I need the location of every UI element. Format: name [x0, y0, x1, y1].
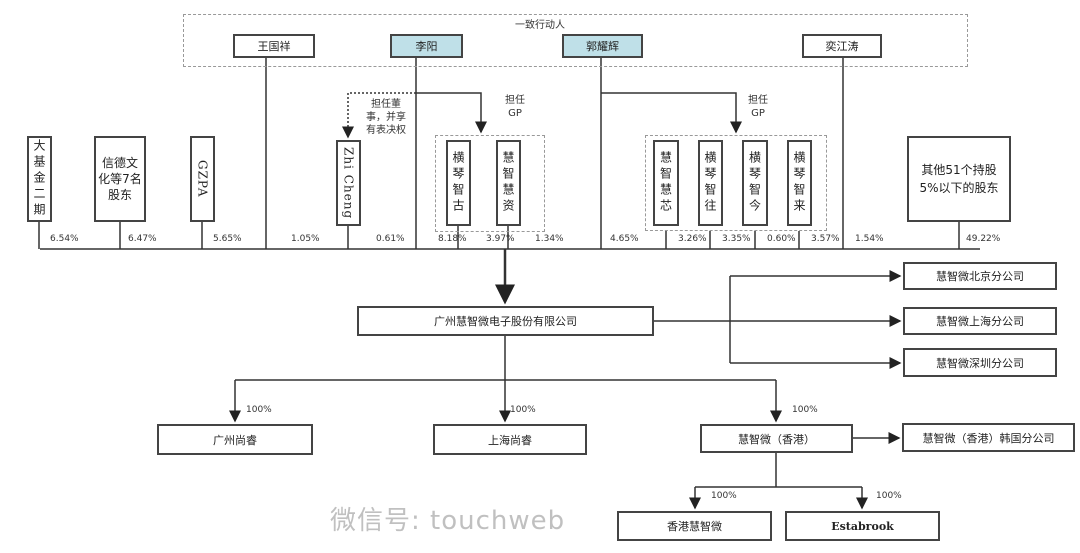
pct-label: 100%	[792, 405, 818, 415]
pct-label: 49.22%	[966, 234, 1001, 244]
concert-party-group	[183, 14, 968, 67]
subsidiary-box: 广州尚睿	[157, 424, 313, 455]
shareholder-box: 慧智慧芯	[653, 140, 679, 226]
branch-box: 慧智微上海分公司	[903, 307, 1057, 335]
hk-branch-box: 慧智微（香港）韩国分公司	[902, 423, 1075, 452]
shareholder-guo: 郭耀辉	[562, 34, 643, 58]
hk-subsidiary-box: Estabrook	[785, 511, 940, 541]
shareholder-li-yang: 李阳	[390, 34, 463, 58]
subsidiary-box: 上海尚睿	[433, 424, 587, 455]
branch-box: 慧智微深圳分公司	[903, 348, 1057, 377]
pct-label: 0.61%	[376, 234, 405, 244]
pct-label: 3.35%	[722, 234, 751, 244]
pct-label: 6.47%	[128, 234, 157, 244]
gp-group-guo	[645, 135, 827, 231]
pct-label: 100%	[246, 405, 272, 415]
shareholder-box: 横琴智往	[698, 140, 723, 226]
pct-label: 3.26%	[678, 234, 707, 244]
pct-label: 100%	[510, 405, 536, 415]
director-note: 担任董事，并享有表决权	[366, 99, 406, 136]
pct-label: 8.18%	[438, 234, 467, 244]
company-box: 广州慧智微电子股份有限公司	[357, 306, 654, 336]
watermark: 微信号: touchweb	[330, 506, 566, 536]
pct-label: 5.65%	[213, 234, 242, 244]
concert-party-label: 一致行动人	[515, 20, 565, 31]
shareholder-box: 横琴智今	[742, 140, 768, 226]
shareholder-box: 横琴智来	[787, 140, 812, 226]
branch-box: 慧智微北京分公司	[903, 262, 1057, 290]
shareholder-box: Zhi Cheng	[336, 140, 361, 226]
gp-group-li	[435, 135, 545, 232]
pct-label: 1.05%	[291, 234, 320, 244]
hk-subsidiary-box: 香港慧智微	[617, 511, 772, 541]
subsidiary-box: 慧智微（香港）	[700, 424, 853, 453]
shareholder-yi: 奕江涛	[802, 34, 882, 58]
pct-label: 1.34%	[535, 234, 564, 244]
pct-label: 1.54%	[855, 234, 884, 244]
gp-note-1: 担任GP	[505, 95, 525, 119]
pct-label: 100%	[711, 491, 737, 501]
shareholder-box: GZPA	[190, 136, 215, 222]
shareholder-box: 横琴智古	[446, 140, 471, 226]
shareholder-box: 慧智慧资	[496, 140, 521, 226]
shareholder-wang: 王国祥	[233, 34, 315, 58]
shareholder-box: 大基金二期	[27, 136, 52, 222]
pct-label: 6.54%	[50, 234, 79, 244]
pct-label: 3.97%	[486, 234, 515, 244]
shareholder-box: 其他51个持股5%以下的股东	[907, 136, 1011, 222]
pct-label: 100%	[876, 491, 902, 501]
pct-label: 3.57%	[811, 234, 840, 244]
shareholder-box: 信德文化等7名股东	[94, 136, 146, 222]
pct-label: 4.65%	[610, 234, 639, 244]
gp-note-2: 担任GP	[748, 95, 768, 119]
pct-label: 0.60%	[767, 234, 796, 244]
